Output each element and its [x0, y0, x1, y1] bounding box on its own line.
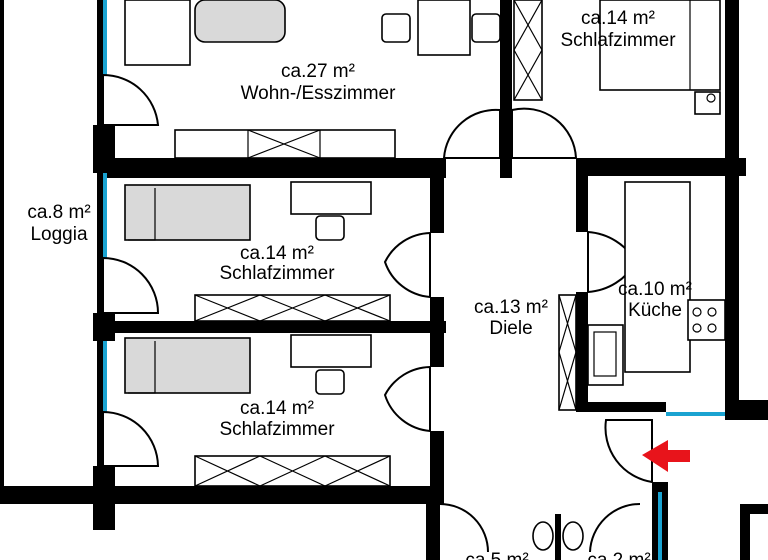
- chair: [471, 13, 501, 43]
- schlaf-mid-area-label: ca.14 m²: [240, 243, 314, 264]
- schlaf-top-area-label: ca.14 m²: [581, 8, 655, 29]
- furniture: [124, 0, 726, 551]
- diele-area-label: ca.13 m²: [474, 297, 548, 318]
- loggia-area-label: ca.8 m²: [27, 202, 90, 223]
- washbasin: [532, 521, 554, 551]
- schlaf-mid-name-label: Schlafzimmer: [219, 263, 335, 284]
- hall-wardrobe: [558, 294, 577, 411]
- kueche-area-label: ca.10 m²: [618, 279, 692, 300]
- kueche-name-label: Küche: [628, 300, 682, 321]
- chair: [381, 13, 411, 43]
- room-labels: ca.27 m² Wohn-/Esszimmer ca.14 m² Schlaf…: [27, 8, 692, 560]
- door-swings: [102, 73, 653, 553]
- wc-area-label: ca.2 m²: [587, 550, 650, 560]
- bed: [124, 184, 251, 241]
- arrow-left-icon: [642, 440, 690, 472]
- diele-name-label: Diele: [489, 318, 532, 339]
- armchair: [194, 0, 286, 43]
- wardrobe: [513, 0, 543, 101]
- schlaf-bot-area-label: ca.14 m²: [240, 398, 314, 419]
- stove: [687, 299, 726, 341]
- desk-chair: [315, 215, 345, 241]
- nightstand: [694, 91, 721, 115]
- sofa: [124, 0, 191, 66]
- desk-chair: [315, 369, 345, 395]
- schlaf-top-name-label: Schlafzimmer: [560, 30, 676, 51]
- schlaf-bot-name-label: Schlafzimmer: [219, 419, 335, 440]
- desk: [290, 334, 372, 368]
- kitchen-counter: [624, 181, 691, 373]
- bed: [599, 0, 721, 91]
- dining-table: [417, 0, 471, 56]
- wohn-name-label: Wohn-/Esszimmer: [241, 83, 397, 104]
- wohn-area-label: ca.27 m²: [281, 61, 355, 82]
- bed: [124, 337, 251, 394]
- toilet: [562, 521, 584, 551]
- desk: [290, 181, 372, 215]
- bad-area-label: ca.5 m²: [465, 550, 528, 560]
- loggia-name-label: Loggia: [30, 224, 87, 245]
